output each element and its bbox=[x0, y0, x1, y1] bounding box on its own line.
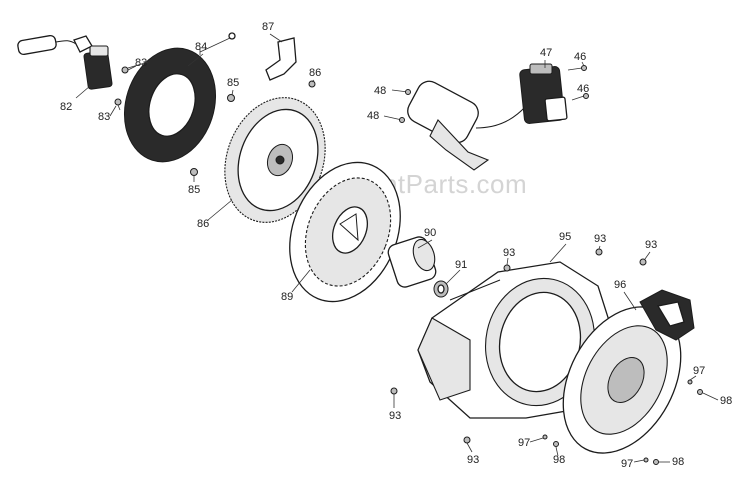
part-93-screws bbox=[390, 248, 647, 444]
callout-95: 95 bbox=[559, 231, 571, 243]
callout-98-bottom: 98 bbox=[672, 456, 684, 468]
callout-84: 84 bbox=[195, 41, 207, 53]
callout-47: 47 bbox=[540, 47, 552, 59]
part-84-stator bbox=[123, 32, 236, 163]
callout-labels: 82 83 83 84 85 85 86 86 87 48 48 47 46 4… bbox=[60, 21, 732, 470]
callout-97-right: 97 bbox=[693, 365, 705, 377]
callout-93-b: 93 bbox=[594, 233, 606, 245]
callout-93-d: 93 bbox=[389, 410, 401, 422]
part-82-ignition-coil bbox=[17, 34, 113, 99]
part-97-98-fasteners bbox=[542, 379, 703, 465]
part-85-screws bbox=[190, 94, 235, 176]
callout-86-flywheel: 86 bbox=[197, 218, 209, 230]
part-48-bolts bbox=[383, 89, 411, 123]
callout-48-lower: 48 bbox=[367, 110, 379, 122]
part-47-solenoid bbox=[519, 63, 568, 124]
leader-lines bbox=[109, 33, 719, 463]
part-86-flywheel bbox=[224, 97, 326, 223]
starter-motor bbox=[407, 80, 527, 171]
callout-83-lower: 83 bbox=[98, 111, 110, 123]
callout-83-upper: 83 bbox=[135, 57, 147, 69]
callout-85-upper: 85 bbox=[227, 77, 239, 89]
part-89-cooling-fan bbox=[289, 161, 401, 303]
callout-93-e: 93 bbox=[467, 454, 479, 466]
callout-91: 91 bbox=[455, 259, 467, 271]
callout-93-a: 93 bbox=[503, 247, 515, 259]
part-46-screws bbox=[567, 65, 589, 101]
callout-89: 89 bbox=[281, 291, 293, 303]
part-96-recoil-starter bbox=[562, 289, 695, 454]
callout-97-bottom: 97 bbox=[621, 458, 633, 470]
callout-48-upper: 48 bbox=[374, 85, 386, 97]
callout-98-right: 98 bbox=[720, 395, 732, 407]
callout-86-screw: 86 bbox=[309, 67, 321, 79]
callout-93-c: 93 bbox=[645, 239, 657, 251]
callout-98-middle: 98 bbox=[553, 454, 565, 466]
part-87-bracket bbox=[265, 37, 316, 88]
callout-97-middle: 97 bbox=[518, 437, 530, 449]
callout-90: 90 bbox=[424, 227, 436, 239]
part-91-nut bbox=[433, 280, 449, 298]
callout-87: 87 bbox=[262, 21, 274, 33]
part-95-blower-housing bbox=[417, 261, 613, 419]
callout-46-upper: 46 bbox=[574, 51, 586, 63]
callout-96: 96 bbox=[614, 279, 626, 291]
callout-82: 82 bbox=[60, 101, 72, 113]
callout-85-lower: 85 bbox=[188, 184, 200, 196]
part-83-screws bbox=[114, 65, 137, 111]
callout-46-lower: 46 bbox=[577, 83, 589, 95]
